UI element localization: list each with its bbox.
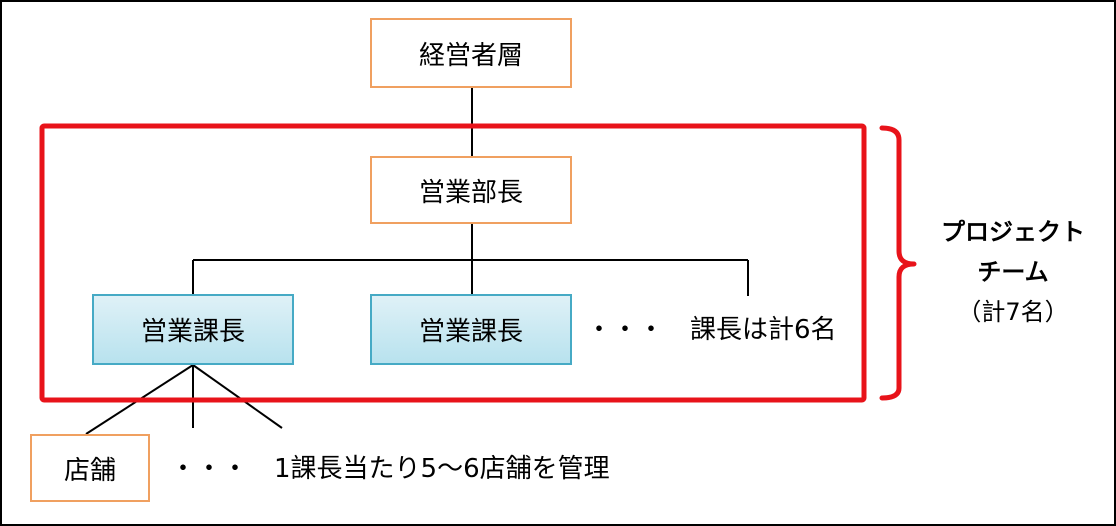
executives-label: 経営者層: [418, 40, 523, 71]
section-chief-box-1: 営業課長: [92, 294, 294, 365]
sales-director-box: 営業部長: [370, 156, 572, 224]
chiefs-total-note: ・・・ 課長は計6名: [586, 315, 837, 345]
stores-per-chief-note: ・・・ 1課長当たり5～6店舗を管理: [170, 454, 610, 484]
store-label: 店舗: [63, 455, 116, 486]
project-team-label: プロジェクト チーム （計7名）: [918, 212, 1108, 332]
project-team-frame: [39, 123, 867, 403]
section-chief-box-2: 営業課長: [370, 294, 572, 365]
executives-box: 経営者層: [370, 18, 572, 88]
store-box: 店舗: [30, 434, 150, 502]
sales-director-label: 営業部長: [418, 177, 523, 208]
project-team-brace: [879, 125, 917, 401]
connector-fan-right: [192, 364, 283, 429]
project-team-line-1: プロジェクト: [941, 218, 1085, 246]
project-team-count: （計7名）: [957, 298, 1069, 326]
project-team-line-2: チーム: [977, 258, 1049, 286]
section-chief-label-2: 営業課長: [418, 317, 523, 347]
section-chief-label-1: 営業課長: [140, 317, 245, 347]
